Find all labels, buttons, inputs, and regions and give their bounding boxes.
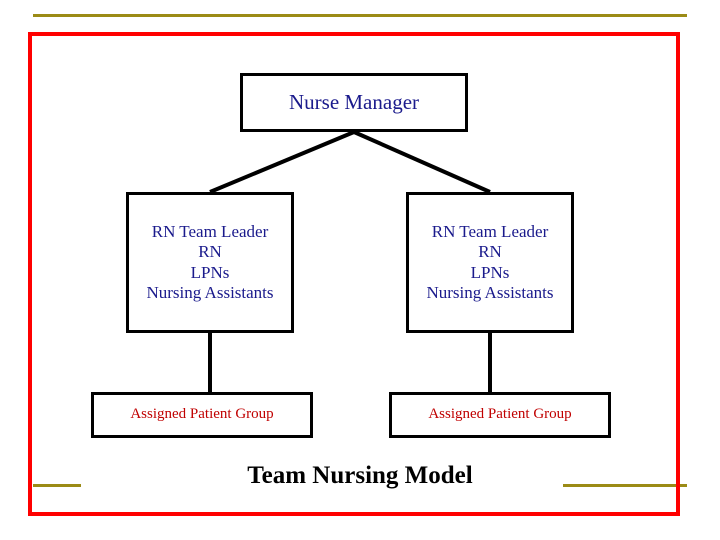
node-rn-team-right: RN Team Leader RN LPNs Nursing Assistant… bbox=[406, 192, 574, 333]
connector-right-vertical bbox=[488, 333, 492, 392]
bottom-left-gold-rule bbox=[33, 484, 81, 487]
node-rn-team-right-line-3: LPNs bbox=[470, 262, 510, 282]
node-nurse-manager-label: Nurse Manager bbox=[288, 90, 420, 115]
node-nurse-manager: Nurse Manager bbox=[240, 73, 468, 132]
node-rn-team-left-line-2: RN bbox=[198, 242, 222, 262]
connector-left-vertical bbox=[208, 333, 212, 392]
slide-caption: Team Nursing Model bbox=[247, 462, 473, 489]
node-rn-team-left-line-1: RN Team Leader bbox=[151, 222, 269, 242]
node-assigned-patient-group-left-label: Assigned Patient Group bbox=[130, 406, 274, 423]
top-gold-rule bbox=[33, 14, 687, 17]
node-assigned-patient-group-right: Assigned Patient Group bbox=[389, 392, 611, 438]
bottom-right-gold-rule bbox=[563, 484, 687, 487]
node-assigned-patient-group-left: Assigned Patient Group bbox=[91, 392, 313, 438]
node-rn-team-left: RN Team Leader RN LPNs Nursing Assistant… bbox=[126, 192, 294, 333]
node-rn-team-right-line-2: RN bbox=[478, 242, 502, 262]
node-rn-team-left-line-3: LPNs bbox=[190, 262, 230, 282]
node-rn-team-right-line-4: Nursing Assistants bbox=[426, 282, 554, 302]
node-rn-team-left-line-4: Nursing Assistants bbox=[146, 282, 274, 302]
node-rn-team-right-line-1: RN Team Leader bbox=[431, 222, 549, 242]
red-border-frame bbox=[28, 32, 680, 516]
node-assigned-patient-group-right-label: Assigned Patient Group bbox=[428, 406, 572, 423]
